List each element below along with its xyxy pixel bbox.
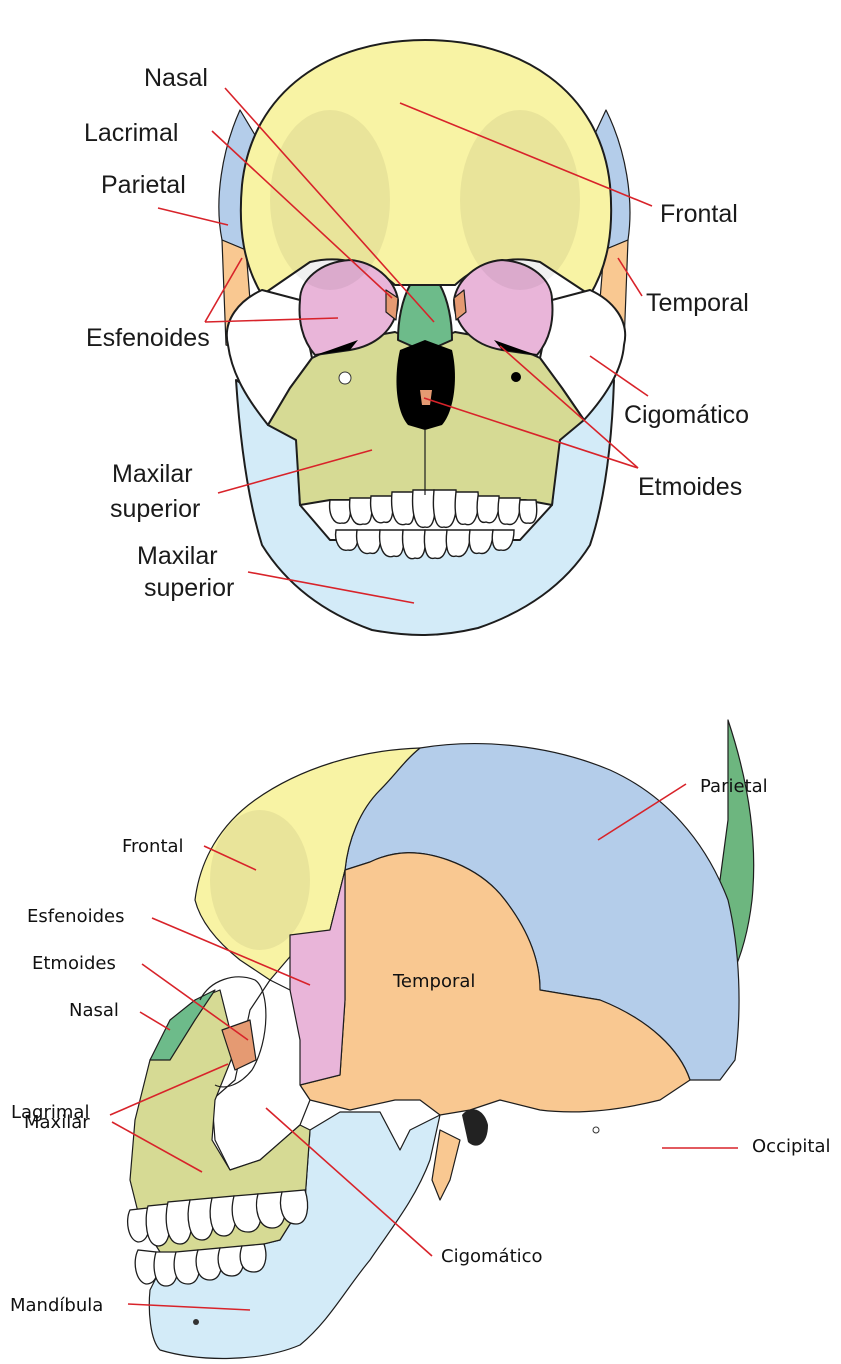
side-label-parietal: Parietal [700, 776, 768, 797]
side-label-occipital: Occipital [752, 1136, 830, 1157]
front-label-maxilar-superior-2b: superior [144, 574, 234, 602]
front-label-maxilar-superior-1a: Maxilar [112, 460, 193, 488]
side-label-esfenoides: Esfenoides [27, 906, 124, 927]
side-mental-foramen [193, 1319, 199, 1325]
side-label-nasal: Nasal [69, 1000, 119, 1021]
front-label-temporal: Temporal [646, 289, 749, 317]
front-foramen-left [339, 372, 351, 384]
front-foramen-right [511, 372, 521, 382]
front-label-maxilar-superior-2a: Maxilar [137, 542, 218, 570]
side-mastoid [432, 1130, 460, 1200]
side-label-mandibula: Mandíbula [10, 1295, 103, 1316]
side-label-maxilar: Maxilar [24, 1112, 90, 1133]
front-nasal-cavity [396, 340, 454, 430]
front-label-maxilar-superior-1b: superior [110, 495, 200, 523]
front-label-parietal: Parietal [101, 171, 186, 199]
front-teeth [330, 490, 537, 559]
side-label-etmoides: Etmoides [32, 953, 116, 974]
front-label-etmoides: Etmoides [638, 473, 742, 501]
front-label-cigomatico: Cigomático [624, 401, 749, 429]
side-label-cigomatico: Cigomático [441, 1246, 543, 1267]
front-label-esfenoides: Esfenoides [86, 324, 210, 352]
side-temporal-foramen [593, 1127, 599, 1133]
front-ethmoid-mark [420, 390, 432, 405]
front-view-skull [219, 40, 630, 635]
front-label-nasal: Nasal [144, 64, 208, 92]
side-ear-canal [462, 1109, 488, 1145]
side-label-frontal: Frontal [122, 836, 184, 857]
front-label-frontal: Frontal [660, 200, 738, 228]
front-label-lacrimal: Lacrimal [84, 119, 178, 147]
side-label-temporal: Temporal [392, 971, 475, 992]
